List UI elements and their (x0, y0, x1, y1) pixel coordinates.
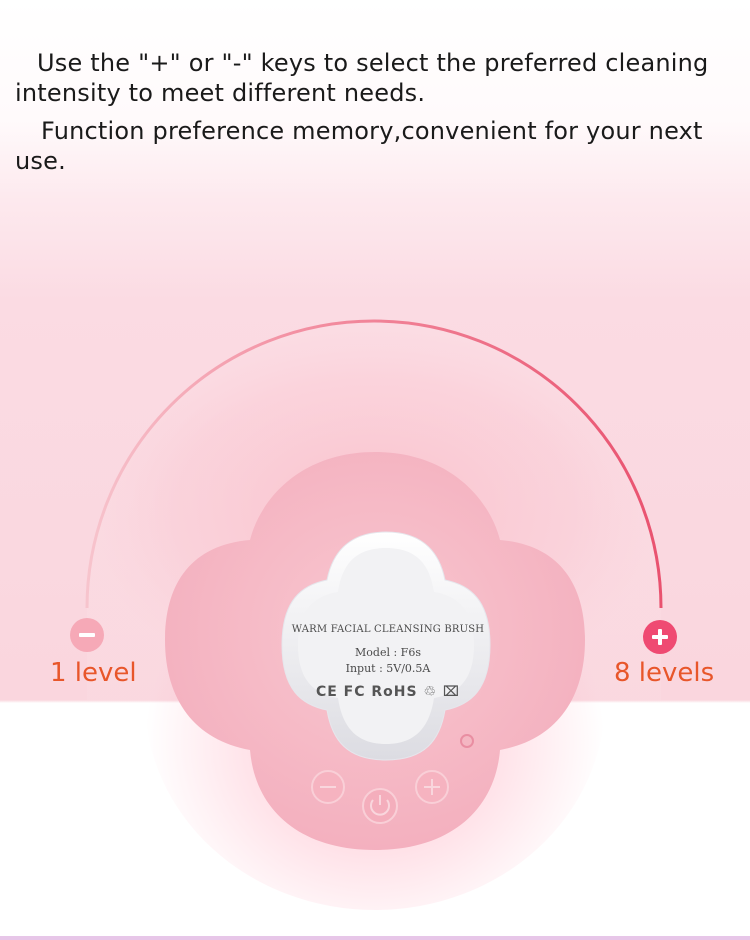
intensity-arc-line (85, 319, 663, 609)
plus-circle-icon (643, 620, 677, 654)
indicator-light (460, 734, 474, 748)
plus-button-icon[interactable] (415, 770, 449, 804)
device-input-rating: Input : 5V/0.5A (345, 662, 431, 675)
max-level-label: 8 levels (614, 658, 715, 688)
power-button-icon[interactable] (362, 788, 398, 824)
device-label-title: WARM FACIAL CLEANSING BRUSH (291, 624, 485, 635)
bottom-divider (0, 936, 750, 940)
instruction-text-memory: Function preference memory,convenient fo… (15, 117, 703, 175)
device-label-plate (298, 548, 474, 744)
minus-circle-icon (70, 618, 104, 652)
instruction-text-keys: Use the "+" or "-" keys to select the pr… (15, 49, 709, 107)
minus-button-icon[interactable] (311, 770, 345, 804)
certification-marks: CE FC RoHS ♲ ⌧ (315, 684, 461, 700)
min-level-label: 1 level (50, 658, 137, 688)
device-model: Model : F6s (355, 646, 421, 659)
